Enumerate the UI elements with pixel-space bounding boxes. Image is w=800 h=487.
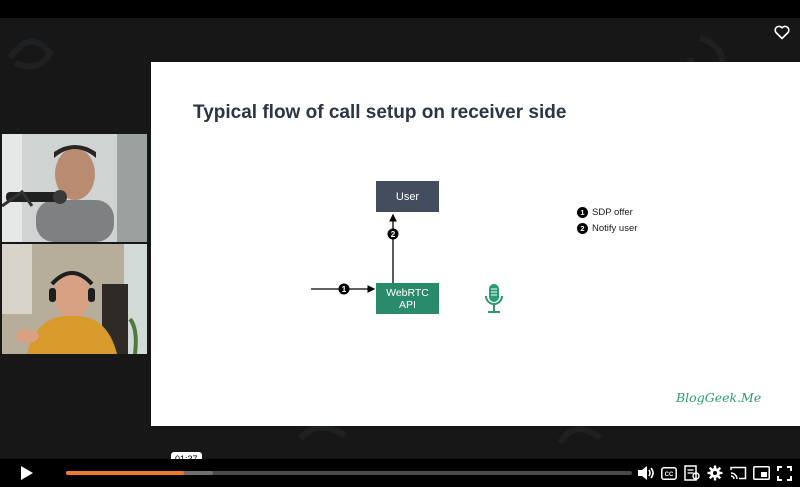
step-1-label: 1: [342, 285, 347, 294]
presentation-slide: Typical flow of call setup on receiver s…: [151, 62, 800, 426]
legend-item: 2 Notify user: [577, 220, 637, 236]
transcript-icon: [684, 465, 700, 481]
play-icon: [21, 466, 33, 480]
volume-button[interactable]: [635, 462, 657, 484]
fullscreen-button[interactable]: [773, 462, 795, 484]
like-button[interactable]: [770, 20, 794, 44]
closed-captions-icon: CC: [661, 466, 677, 480]
brand-logo: BlogGeek.Me: [676, 390, 762, 405]
api-box-label-line2: API: [399, 298, 416, 311]
webcam-presenter-1: [2, 134, 147, 242]
svg-text:CC: CC: [665, 472, 674, 478]
settings-button[interactable]: [704, 462, 726, 484]
picture-in-picture-icon: [752, 466, 770, 480]
microphone-icon: [483, 283, 505, 320]
picture-in-picture-button[interactable]: [750, 462, 772, 484]
slide-title: Typical flow of call setup on receiver s…: [193, 102, 567, 123]
legend-number: 2: [577, 222, 588, 234]
player-controls: CC: [0, 459, 800, 487]
progress-bar[interactable]: [66, 471, 632, 475]
legend-label: SDP offer: [592, 206, 633, 218]
legend-number: 1: [577, 206, 588, 218]
legend: 1 SDP offer 2 Notify user: [577, 204, 637, 236]
step-1-marker: [338, 283, 350, 295]
step-2-label: 2: [391, 230, 396, 239]
user-box: User: [376, 181, 439, 212]
step-2-marker: [387, 228, 399, 240]
transcript-button[interactable]: [681, 462, 703, 484]
cast-icon: [729, 466, 746, 480]
webcam-image-2: [2, 244, 147, 354]
api-box-label-line1: WebRTC: [386, 286, 429, 299]
progress-played: [66, 471, 184, 475]
volume-icon: [638, 466, 654, 480]
legend-item: 1 SDP offer: [577, 204, 637, 220]
webcam-image-1: [2, 134, 147, 242]
cast-button[interactable]: [727, 462, 749, 484]
legend-label: Notify user: [592, 222, 638, 234]
webcam-presenter-2: [2, 244, 147, 354]
flow-arrows: 1 2: [311, 213, 399, 295]
heart-icon: [774, 25, 790, 39]
webrtc-api-box: WebRTC API: [376, 283, 439, 314]
play-button[interactable]: [16, 462, 38, 484]
user-box-label: User: [395, 190, 420, 203]
closed-captions-button[interactable]: CC: [658, 462, 680, 484]
settings-icon: [707, 465, 723, 481]
fullscreen-icon: [776, 465, 792, 481]
